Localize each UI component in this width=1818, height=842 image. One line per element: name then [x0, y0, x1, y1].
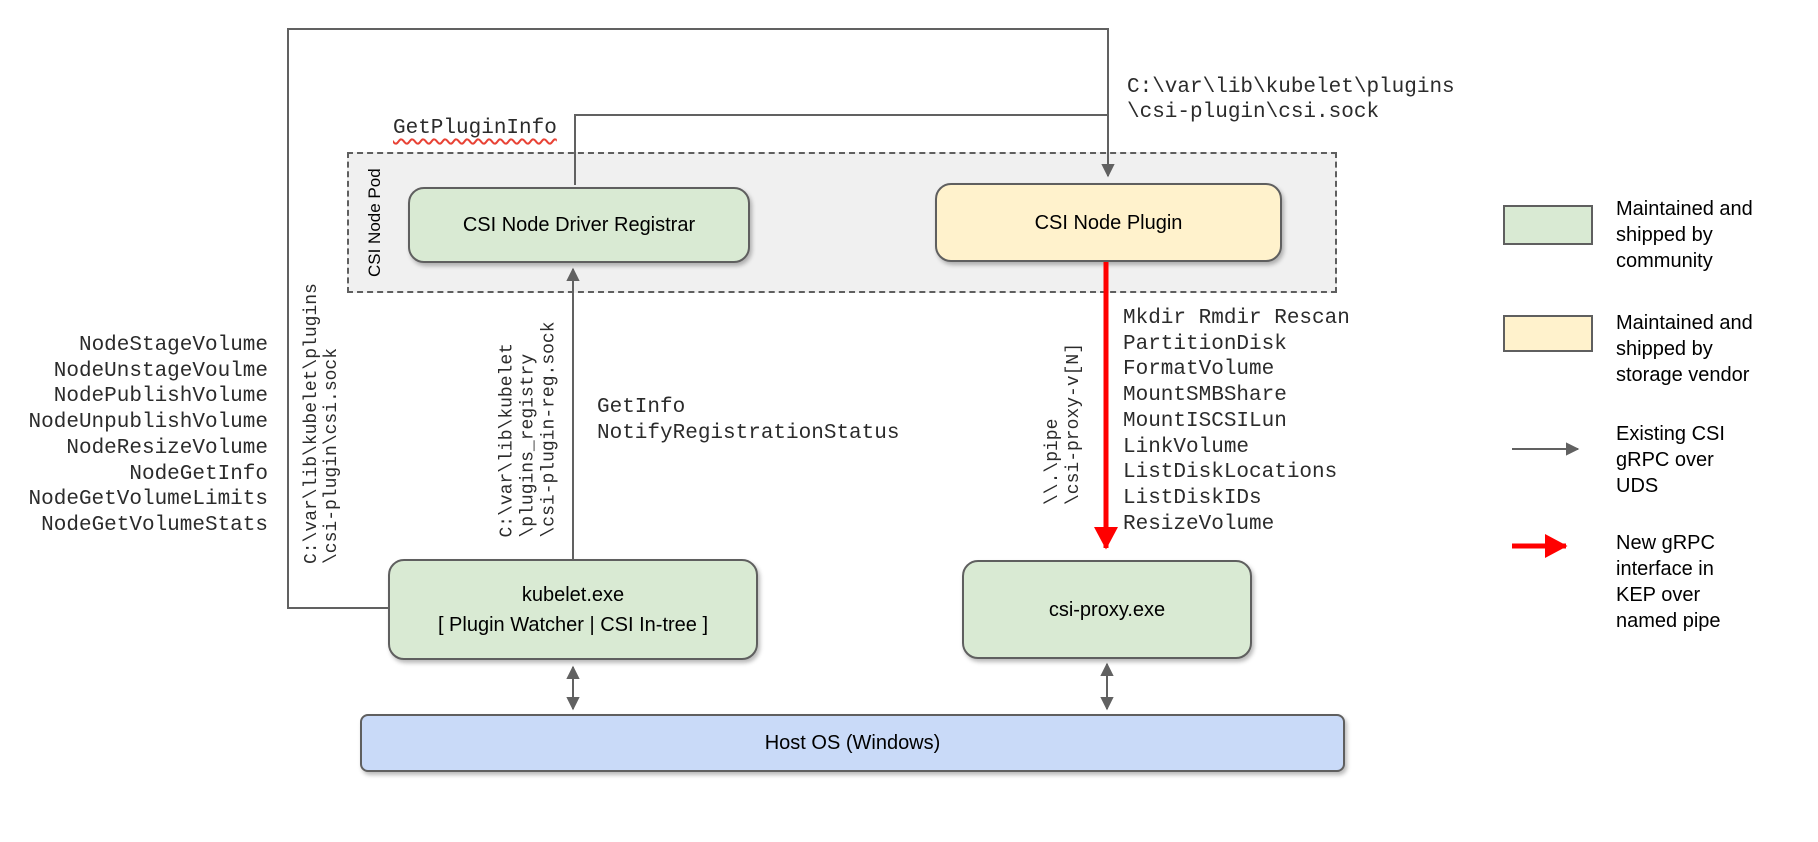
csi-node-plugin-box: CSI Node Plugin — [935, 183, 1282, 262]
legend-swatch-community — [1503, 205, 1593, 245]
legend-existing-grpc-label: Existing CSI gRPC over UDS — [1616, 423, 1725, 497]
legend-vendor-label: Maintained and shipped by storage vendor — [1616, 312, 1753, 386]
host-os-box: Host OS (Windows) — [360, 714, 1345, 772]
legend-community-label: Maintained and shipped by community — [1616, 198, 1753, 272]
csi-node-pod-label: CSI Node Pod — [365, 168, 384, 277]
csi-sock-path-label-top: C:\var\lib\kubelet\plugins \csi-plugin\c… — [1127, 76, 1455, 124]
csi-proxy-box: csi-proxy.exe — [962, 560, 1252, 659]
get-plugin-info-label: GetPluginInfo — [393, 117, 557, 140]
legend-swatch-vendor — [1503, 315, 1593, 352]
kubelet-box: kubelet.exe [ Plugin Watcher | CSI In-tr… — [388, 559, 758, 660]
plugin-registry-sock-label: C:\var\lib\kubelet \plugins_registry \cs… — [497, 321, 560, 538]
registration-calls-label: GetInfo NotifyRegistrationStatus — [597, 396, 900, 445]
legend-new-grpc-label: New gRPC interface in KEP over named pip… — [1616, 532, 1721, 632]
csi-sock-path-label-side: C:\var\lib\kubelet\plugins \csi-plugin\c… — [302, 283, 342, 564]
csi-node-driver-registrar-box: CSI Node Driver Registrar — [408, 187, 750, 263]
proxy-methods-list: Mkdir Rmdir Rescan PartitionDisk FormatV… — [1123, 307, 1350, 536]
named-pipe-label: \\.\pipe \csi-proxy-v[N] — [1043, 342, 1084, 505]
node-methods-list: NodeStageVolume NodeUnstageVoulme NodePu… — [28, 334, 268, 537]
